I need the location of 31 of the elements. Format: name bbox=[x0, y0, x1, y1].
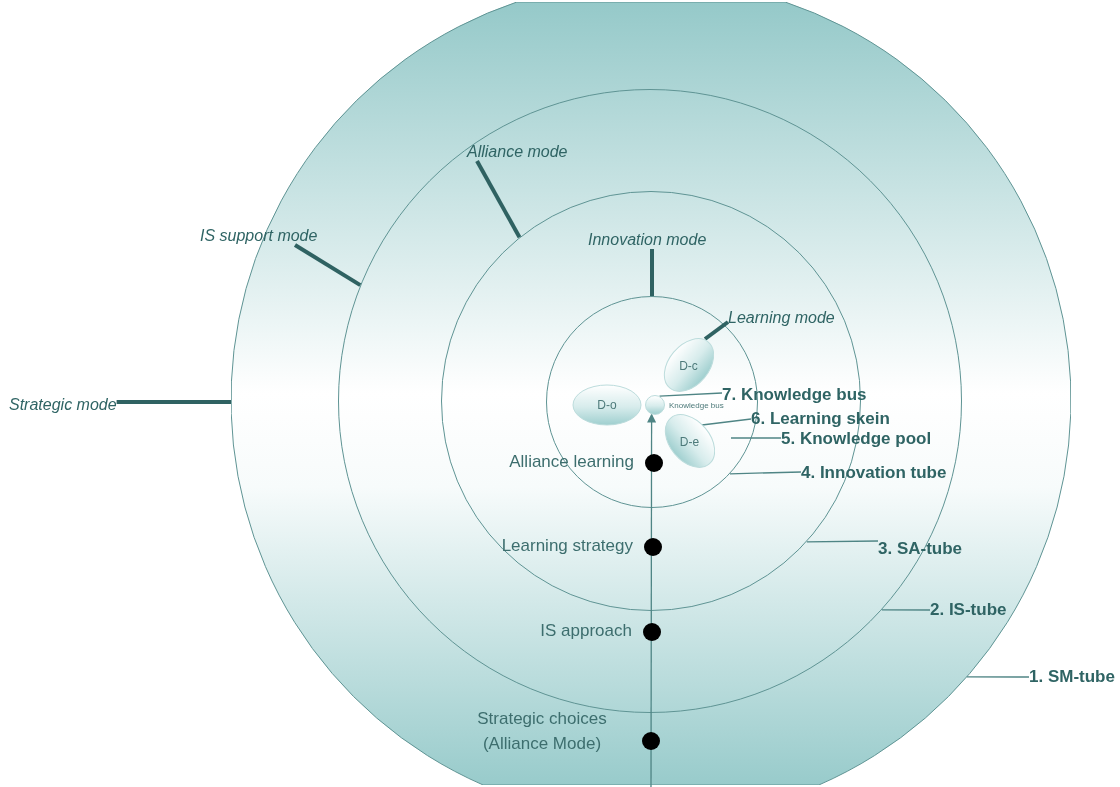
leader-line bbox=[658, 392, 723, 397]
leader-line bbox=[881, 609, 931, 611]
tube-label: 4. Innovation tube bbox=[801, 463, 947, 482]
tube-label: 1. SM-tube bbox=[1029, 667, 1115, 686]
mode-label: Alliance mode bbox=[467, 142, 568, 161]
milestone-label: Alliance learning bbox=[508, 451, 634, 473]
tube-label: 6. Learning skein bbox=[751, 409, 890, 428]
leader-line bbox=[701, 418, 752, 426]
leader-line bbox=[966, 676, 1030, 678]
milestone-label: IS approach bbox=[539, 620, 632, 642]
hub-label: Knowledge bus bbox=[669, 401, 724, 411]
leader-line bbox=[730, 437, 782, 439]
mode-tick bbox=[703, 320, 730, 341]
mode-tick bbox=[650, 249, 654, 296]
mode-label: Innovation mode bbox=[588, 230, 707, 249]
mode-label: Learning mode bbox=[728, 308, 835, 327]
leader-line bbox=[806, 540, 879, 543]
mode-tick bbox=[116, 400, 231, 404]
leader-line bbox=[729, 471, 802, 475]
mode-label: Strategic mode bbox=[9, 395, 117, 414]
milestone-label: Strategic choices (Alliance Mode) bbox=[476, 708, 608, 755]
tube-label: 3. SA-tube bbox=[878, 539, 963, 558]
domain-ellipse: D-o bbox=[572, 384, 642, 426]
tube-label: 5. Knowledge pool bbox=[781, 429, 932, 448]
mode-tick bbox=[475, 160, 522, 239]
arrow bbox=[647, 413, 657, 787]
mode-label: IS support mode bbox=[200, 226, 318, 245]
tube-label: 2. IS-tube bbox=[930, 600, 1007, 619]
milestone-label: Learning strategy bbox=[500, 535, 633, 557]
mode-tick bbox=[293, 243, 362, 287]
tube-label: 7. Knowledge bus bbox=[722, 385, 867, 404]
